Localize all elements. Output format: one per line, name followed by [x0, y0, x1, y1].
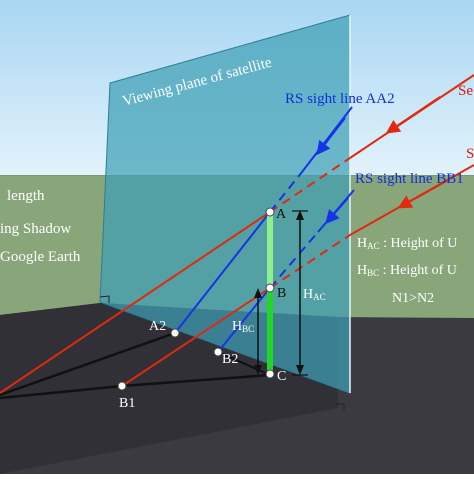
label-a2: A2 — [149, 319, 166, 334]
sun-ray-a-arrow — [385, 96, 441, 134]
label-b1: B1 — [119, 396, 135, 411]
sun-ray-b — [121, 287, 271, 387]
sun-ray-b-arrow — [397, 178, 451, 209]
sun-label-top: Se — [458, 83, 473, 99]
shadow-line-b1 — [0, 384, 123, 400]
point-b1 — [117, 381, 127, 391]
right-angle-marker-left — [99, 295, 110, 303]
sight-line-aa2-outer — [301, 106, 353, 173]
sight-line-aa2-arrow — [316, 117, 346, 156]
label-b2: B2 — [222, 352, 238, 367]
label-hac: HAC — [303, 287, 326, 302]
shadow-line-b1-c — [121, 373, 271, 388]
measure-hbc-arrow-top — [254, 288, 262, 298]
left-text-line3: Google Earth — [0, 249, 81, 265]
measure-hac-arrow-bottom — [296, 365, 304, 375]
sun-ray-b-dashed — [269, 234, 351, 289]
point-c — [265, 369, 275, 379]
point-b2 — [213, 347, 223, 357]
shadow-line-a2 — [0, 331, 176, 397]
measure-hbc-arrow-bottom — [254, 365, 262, 375]
label-hbc: HBC — [232, 319, 254, 334]
legend-hbc: HBC : Height of U — [357, 263, 457, 278]
sight-line-bb2-dashed — [269, 231, 319, 289]
legend-hac: HAC : Height of U — [357, 236, 457, 251]
sight-line-aa2-dashed — [269, 171, 303, 213]
shadow-line-b2-c — [217, 351, 271, 376]
label-b: B — [277, 286, 286, 301]
label-c: C — [277, 369, 286, 384]
point-a — [265, 207, 275, 217]
measure-hac-arrow-top — [296, 210, 304, 220]
label-a: A — [276, 207, 287, 222]
point-a2 — [170, 328, 180, 338]
legend-condition: N1>N2 — [392, 291, 434, 306]
sight-line-bb1-label: RS sight line BB1 — [355, 171, 464, 187]
sight-line-bb2 — [217, 287, 271, 353]
left-text-line1: length — [7, 188, 45, 204]
sun-ray-a-dashed — [269, 157, 351, 213]
sun-ray-a — [0, 211, 271, 394]
sun-label-bottom: S — [466, 146, 474, 162]
sight-line-bb2-arrow — [325, 197, 349, 225]
right-angle-marker-right — [336, 403, 345, 410]
sight-line-aa2-label: RS sight line AA2 — [285, 91, 395, 107]
point-b — [265, 283, 275, 293]
sight-line-aa2 — [174, 211, 271, 334]
left-text-line2: ing Shadow — [0, 221, 71, 237]
